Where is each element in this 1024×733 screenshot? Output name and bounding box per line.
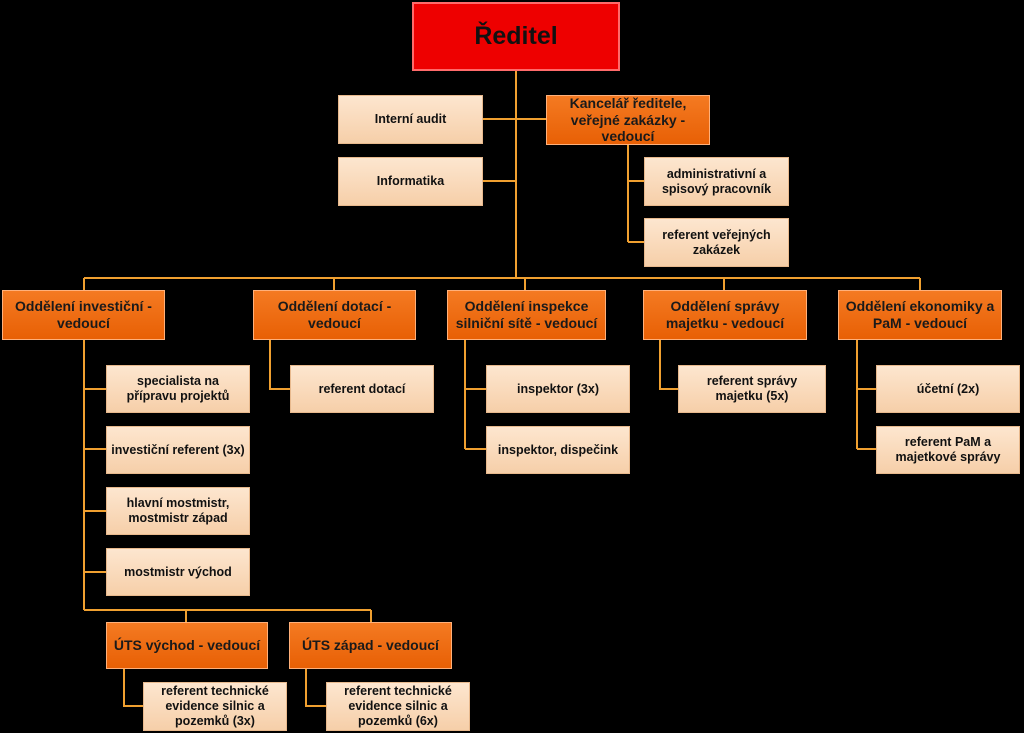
investment-item-box: specialista na přípravu projektů bbox=[106, 365, 250, 413]
subsidies-head-box: Oddělení dotací - vedoucí bbox=[253, 290, 416, 340]
director-box: Ředitel bbox=[412, 2, 620, 71]
uts-west-item-box: referent technické evidence silnic a poz… bbox=[326, 682, 470, 731]
internal-audit-box: Interní audit bbox=[338, 95, 483, 144]
office-admin-box: administrativní a spisový pracovník bbox=[644, 157, 789, 206]
uts-west-head-box: ÚTS západ - vedoucí bbox=[289, 622, 452, 669]
subsidies-item-box: referent dotací bbox=[290, 365, 434, 413]
investment-item-box: hlavní mostmistr, mostmistr západ bbox=[106, 487, 250, 535]
investment-item-box: investiční referent (3x) bbox=[106, 426, 250, 474]
inspection-head-box: Oddělení inspekce silniční sítě - vedouc… bbox=[447, 290, 606, 340]
property-item-box: referent správy majetku (5x) bbox=[678, 365, 826, 413]
investment-head-box: Oddělení investiční - vedoucí bbox=[2, 290, 165, 340]
economics-item-box: účetní (2x) bbox=[876, 365, 1020, 413]
office-head-box: Kancelář ředitele, veřejné zakázky - ved… bbox=[546, 95, 710, 145]
inspection-item-box: inspektor, dispečink bbox=[486, 426, 630, 474]
informatics-box: Informatika bbox=[338, 157, 483, 206]
uts-east-item-box: referent technické evidence silnic a poz… bbox=[143, 682, 287, 731]
property-head-box: Oddělení správy majetku - vedoucí bbox=[643, 290, 807, 340]
uts-east-head-box: ÚTS východ - vedoucí bbox=[106, 622, 268, 669]
economics-item-box: referent PaM a majetkové správy bbox=[876, 426, 1020, 474]
investment-item-box: mostmistr východ bbox=[106, 548, 250, 596]
inspection-item-box: inspektor (3x) bbox=[486, 365, 630, 413]
economics-head-box: Oddělení ekonomiky a PaM - vedoucí bbox=[838, 290, 1002, 340]
office-procurement-box: referent veřejných zakázek bbox=[644, 218, 789, 267]
